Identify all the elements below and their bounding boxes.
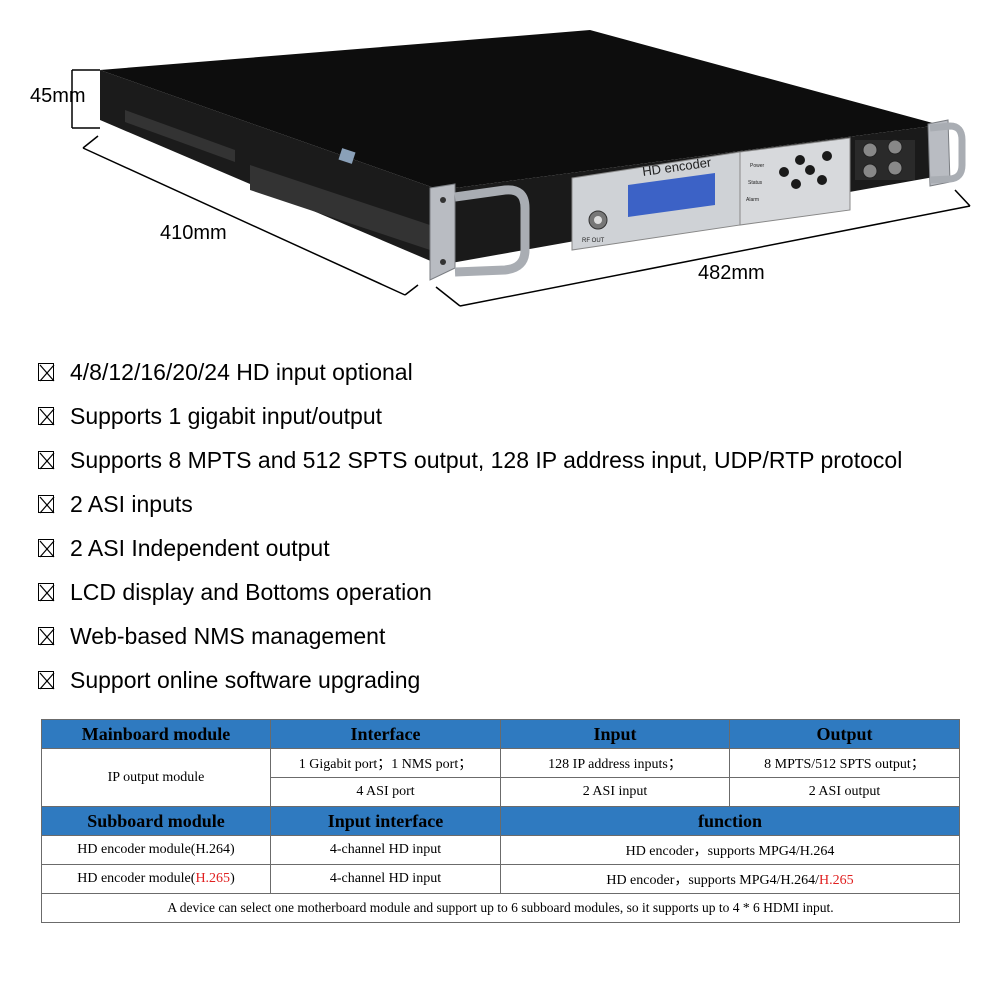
checkbox-x-icon [38,495,55,514]
checkbox-x-icon [38,671,55,690]
feature-text: 2 ASI Independent output [70,534,330,561]
feature-text: 2 ASI inputs [70,490,193,517]
sub-function-text: HD encoder，supports MPG4/H.264 [625,844,835,859]
feature-text: Supports 8 MPTS and 512 SPTS output, 128… [70,446,903,473]
table-row: 4 ASI port 2 ASI input 2 ASI output [42,777,960,807]
feature-item: Web-based NMS management [38,614,902,658]
note-row: A device can select one motherboard modu… [41,893,960,923]
feature-item: 2 ASI Independent output [38,526,902,570]
checkbox-x-icon [38,583,55,602]
lcd-display [628,173,715,217]
sub-function-highlight: H.265 [819,873,854,888]
right-handle [929,122,966,184]
depth-dimension-line [82,135,419,296]
feature-text: 4/8/12/16/20/24 HD input optional [70,358,413,385]
output-cell: 8 MPTS/512 SPTS output； [729,748,960,778]
feature-text: Web-based NMS management [70,622,386,649]
checkbox-x-icon [38,451,55,470]
header-output: Output [729,719,960,749]
input-cell: 128 IP address inputs； [500,748,730,778]
interface-cell: 1 Gigabit port；1 NMS port； [270,748,501,778]
rf-port-pin [594,216,602,224]
device-illustration: HD encoder RF OUT Power Status Alarm [71,30,971,307]
header-mainboard-module: Mainboard module [41,719,271,749]
sub-interface-cell: 4-channel HD input [270,835,501,865]
header-subboard-module: Subboard module [41,806,271,836]
input-cell: 2 ASI input [500,777,730,807]
sub-module-cell: HD encoder module(H.264) [41,835,271,865]
note-cell: A device can select one motherboard modu… [41,893,960,923]
feature-text: Support online software upgrading [70,666,421,693]
asi-connectors [855,139,915,180]
led-label-power: Power [750,163,765,169]
depth-label: 410mm [160,222,227,244]
sub-module-text: HD encoder module(H.264) [77,842,235,857]
interface-cell: 4 ASI port [270,777,501,807]
feature-item: Support online software upgrading [38,658,902,702]
sub-module-highlight: H.265 [195,871,231,886]
sub-function-cell: HD encoder，supports MPG4/H.264/H.265 [500,864,960,894]
header-input-interface: Input interface [270,806,501,836]
output-cell: 2 ASI output [729,777,960,807]
chassis-top [100,30,940,190]
rf-port-label: RF OUT [582,238,605,244]
screws [440,197,446,265]
feature-item: Supports 8 MPTS and 512 SPTS output, 128… [38,438,902,482]
feature-text: LCD display and Bottoms operation [70,578,432,605]
sub-interface-cell: 4-channel HD input [270,864,501,894]
sub-module-tail: ) [230,871,235,886]
checkbox-x-icon [38,363,55,382]
feature-text: Supports 1 gigabit input/output [70,402,383,429]
feature-item: 2 ASI inputs [38,482,902,526]
width-label: 482mm [698,262,765,284]
table-row: HD encoder module(H.265) 4-channel HD in… [41,864,960,894]
sub-module-text: HD encoder module( [77,871,196,886]
spec-table: Mainboard module Interface Input Output … [41,719,960,923]
checkbox-x-icon [38,627,55,646]
main-header-row: Mainboard module Interface Input Output [41,719,960,749]
left-handle [454,185,530,277]
checkbox-x-icon [38,407,55,426]
sub-function-cell: HD encoder，supports MPG4/H.264 [500,835,960,865]
feature-item: Supports 1 gigabit input/output [38,394,902,438]
height-dimension-line [71,69,100,129]
feature-item: 4/8/12/16/20/24 HD input optional [38,350,902,394]
side-label [338,148,356,164]
header-input: Input [500,719,730,749]
sub-header-row: Subboard module Input interface function [41,806,960,836]
side-vents [125,110,430,250]
header-interface: Interface [270,719,501,749]
width-dimension-line [435,189,971,307]
height-label: 45mm [30,85,86,107]
led-label-alarm: Alarm [746,197,759,203]
main-module-cell: IP output module [41,748,271,807]
led-label-status: Status [748,180,763,186]
table-row: IP output module 1 Gigabit port；1 NMS po… [41,748,960,807]
sub-function-text: HD encoder，supports MPG4/H.264/ [606,873,820,888]
sub-module-cell: HD encoder module(H.265) [41,864,271,894]
checkbox-x-icon [38,539,55,558]
table-row: HD encoder module(H.264) 4-channel HD in… [41,835,960,865]
feature-item: LCD display and Bottoms operation [38,570,902,614]
front-buttons [779,151,832,189]
header-function: function [500,806,960,836]
